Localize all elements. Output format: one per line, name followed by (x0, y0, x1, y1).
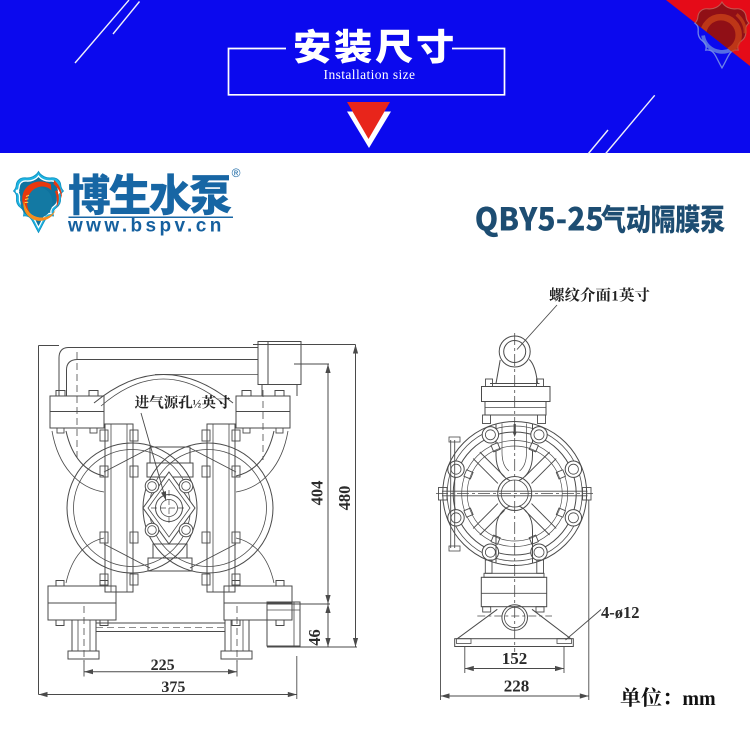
svg-text:4-ø12: 4-ø12 (601, 603, 640, 622)
svg-text:1: 1 (611, 289, 618, 305)
svg-text:46: 46 (305, 629, 324, 646)
svg-text:½: ½ (193, 399, 202, 411)
svg-text:®: ® (232, 166, 241, 180)
svg-text:Installation size: Installation size (324, 67, 416, 82)
svg-text:mm: mm (682, 688, 716, 710)
svg-text:225: 225 (151, 657, 175, 674)
svg-text:228: 228 (504, 677, 530, 696)
svg-text:152: 152 (502, 649, 528, 668)
svg-text:404: 404 (308, 481, 327, 506)
svg-text:www.bspv.cn: www.bspv.cn (67, 216, 225, 237)
svg-text:480: 480 (335, 486, 354, 511)
svg-text:375: 375 (161, 679, 185, 696)
